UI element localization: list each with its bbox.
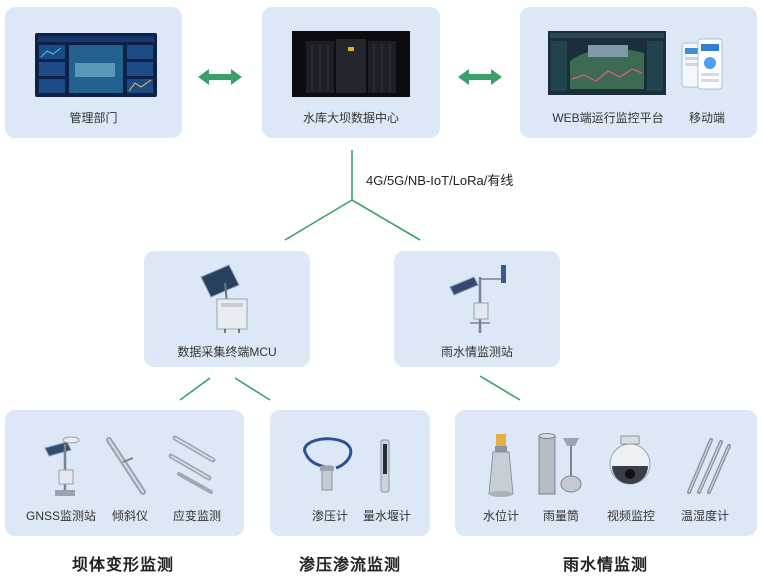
station-to-rain-line bbox=[479, 375, 521, 401]
mobile-label: 移动端 bbox=[688, 111, 725, 125]
datacenter-box[interactable]: 水库大坝数据中心 bbox=[262, 7, 440, 138]
gnss-label: GNSS监测站 bbox=[25, 509, 96, 523]
rain-title: 雨水情监测 bbox=[563, 557, 649, 574]
branch-line-left bbox=[284, 199, 353, 241]
mobile-phones-image bbox=[681, 38, 723, 90]
water-level-label: 水位计 bbox=[482, 509, 519, 523]
hygrometer-image bbox=[687, 438, 731, 494]
mcu-box[interactable]: 数据采集终端MCU bbox=[144, 251, 310, 367]
hygrometer-label: 温湿度计 bbox=[680, 509, 729, 523]
rain-gauge-label: 雨量筒 bbox=[542, 509, 579, 523]
seepage-box[interactable]: 渗压计 量水堰计 bbox=[270, 410, 430, 536]
branch-line-right bbox=[351, 199, 421, 241]
gnss-station-image bbox=[44, 436, 80, 496]
piezometer-image bbox=[303, 437, 353, 491]
management-dashboard-image bbox=[35, 33, 157, 97]
rain-gauge-image bbox=[538, 433, 582, 495]
datacenter-label: 水库大坝数据中心 bbox=[302, 111, 399, 125]
strain-label: 应变监测 bbox=[172, 509, 221, 523]
deformation-title: 坝体变形监测 bbox=[72, 557, 175, 574]
rain-box[interactable]: 水位计 雨量筒 视频监控 温湿度计 bbox=[455, 410, 757, 536]
mcu-terminal-image bbox=[200, 264, 248, 333]
piezometer-label: 渗压计 bbox=[311, 509, 348, 523]
management-label: 管理部门 bbox=[69, 111, 118, 125]
station-box[interactable]: 雨水情监测站 bbox=[394, 251, 560, 367]
video-monitor-label: 视频监控 bbox=[606, 509, 655, 523]
web-platform-screen-image bbox=[548, 31, 666, 95]
mcu-label: 数据采集终端MCU bbox=[177, 345, 277, 359]
strain-gauge-image bbox=[168, 435, 216, 494]
inclinometer-label: 倾斜仪 bbox=[111, 509, 148, 523]
rain-station-image bbox=[449, 265, 506, 333]
station-label: 雨水情监测站 bbox=[440, 345, 513, 359]
network-label: 4G/5G/NB-IoT/LoRa/有线 bbox=[366, 173, 514, 188]
inclinometer-image bbox=[106, 437, 146, 495]
platform-box[interactable]: WEB端运行监控平台 移动端 bbox=[520, 7, 757, 138]
weir-meter-image bbox=[380, 439, 390, 493]
weir-label: 量水堰计 bbox=[362, 509, 411, 523]
management-box[interactable]: 管理部门 bbox=[5, 7, 182, 138]
server-racks-image bbox=[292, 31, 410, 97]
double-arrow-icon bbox=[458, 69, 502, 85]
mcu-to-seepage-line bbox=[234, 377, 271, 401]
mcu-to-deformation-line bbox=[179, 377, 211, 401]
double-arrow-icon bbox=[198, 69, 242, 85]
web-platform-label: WEB端运行监控平台 bbox=[552, 111, 664, 125]
seepage-title: 渗压渗流监测 bbox=[299, 557, 402, 574]
video-camera-image bbox=[609, 435, 651, 485]
water-level-meter-image bbox=[488, 434, 514, 497]
deformation-box[interactable]: GNSS监测站 倾斜仪 应变监测 bbox=[5, 410, 244, 536]
